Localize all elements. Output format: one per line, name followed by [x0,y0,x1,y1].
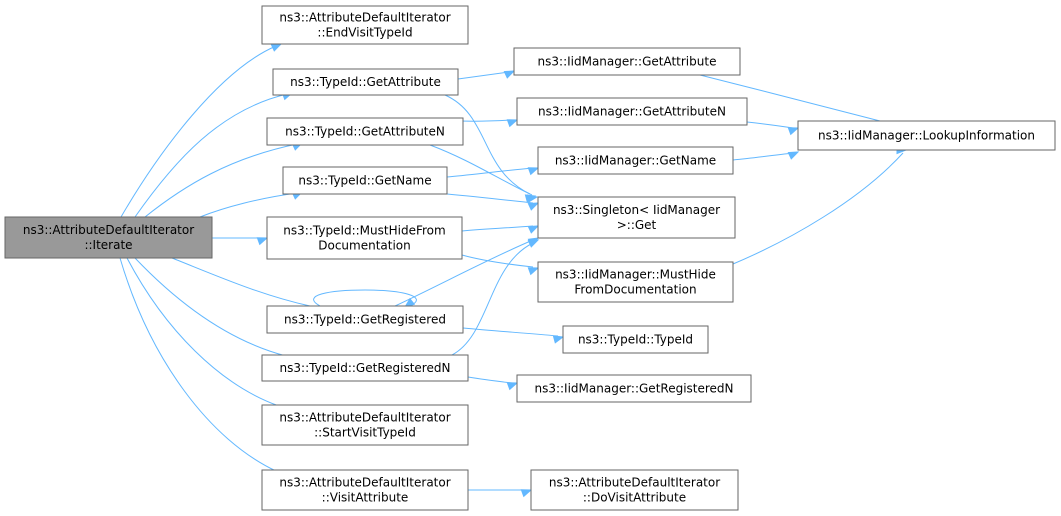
node-box [261,5,469,45]
edge-iidGetAttributeN-to-lookupInformation [746,121,800,136]
node-box [530,469,739,511]
edge-root-to-getAttribute [134,92,294,218]
node-label-line: ns3::AttributeDefaultIterator [549,476,720,490]
node-box [4,216,213,259]
node-getAttributeN[interactable]: ns3::TypeId::GetAttributeN [266,117,464,146]
node-box [513,47,741,76]
node-label-line: ns3::IidManager::GetRegisteredN [534,382,733,396]
node-label-line: ns3::AttributeDefaultIterator [279,476,450,490]
node-box [266,305,464,334]
node-label-line: ns3::IidManager::MustHide [555,268,716,282]
node-visitAttribute[interactable]: ns3::AttributeDefaultIterator::VisitAttr… [261,469,469,511]
node-label-line: ns3::TypeId::GetRegisteredN [280,361,451,375]
node-box [516,97,748,126]
node-iidGetAttributeN[interactable]: ns3::IidManager::GetAttributeN [516,97,748,126]
nodes-layer: ns3::AttributeDefaultIterator::Iteratens… [4,5,1056,511]
node-lookupInformation[interactable]: ns3::IidManager::LookupInformation [797,120,1056,151]
node-box [266,117,464,146]
node-label-line: ns3::AttributeDefaultIterator [279,11,450,25]
edge-getRegisteredN-to-iidGetRegisteredN [467,376,519,391]
node-iidMustHide[interactable]: ns3::IidManager::MustHideFromDocumentati… [537,261,734,303]
node-box [272,68,459,96]
edge-mustHide-to-singletonGet [461,225,540,234]
node-label-line: >::Get [617,218,657,232]
node-iidGetRegisteredN[interactable]: ns3::IidManager::GetRegisteredN [516,374,752,403]
node-label-line: ns3::TypeId::GetAttributeN [285,125,445,139]
edge-getRegisteredN-to-singletonGet [451,239,540,356]
edges-layer [119,43,908,498]
edge-root-to-mustHide [212,237,269,246]
edge-getName-to-singletonGet [446,193,540,211]
node-getRegisteredN[interactable]: ns3::TypeId::GetRegisteredN [261,354,469,382]
node-box [261,469,469,511]
edge-root-to-getName [199,191,304,218]
node-label-line: ns3::IidManager::GetAttributeN [538,105,726,119]
node-label-line: Documentation [318,239,411,253]
edge-root-to-getAttributeN [144,142,304,218]
node-getName[interactable]: ns3::TypeId::GetName [282,166,448,195]
edge-iidGetName-to-lookupInformation [732,151,800,161]
node-box [266,216,463,260]
node-box [797,120,1056,151]
edge-getName-to-iidGetName [446,167,540,178]
node-label-line: ns3::AttributeDefaultIterator [23,223,194,237]
node-box [261,354,469,382]
node-iidGetName[interactable]: ns3::IidManager::GetName [537,146,734,175]
node-label-line: ::Iterate [84,238,132,252]
node-singletonGet[interactable]: ns3::Singleton< IidManager>::Get [537,196,736,239]
node-label-line: ns3::IidManager::GetAttribute [538,55,717,69]
node-iidGetAttribute[interactable]: ns3::IidManager::GetAttribute [513,47,741,76]
node-root: ns3::AttributeDefaultIterator::Iterate [4,216,213,259]
node-label-line: ns3::IidManager::GetName [555,154,716,168]
node-label-line: ::EndVisitTypeId [317,26,412,40]
node-endVisitTypeId[interactable]: ns3::AttributeDefaultIterator::EndVisitT… [261,5,469,45]
node-typeIdCtor[interactable]: ns3::TypeId::TypeId [562,325,709,354]
node-startVisitTypeId[interactable]: ns3::AttributeDefaultIterator::StartVisi… [261,404,469,446]
node-label-line: FromDocumentation [574,283,696,297]
node-getRegistered[interactable]: ns3::TypeId::GetRegistered [266,305,464,334]
node-box [537,146,734,175]
node-box [516,374,752,403]
node-label-line: ns3::TypeId::GetName [298,174,431,188]
node-label-line: ns3::TypeId::GetRegistered [284,313,446,327]
node-label-line: ns3::Singleton< IidManager [553,203,720,217]
node-label-line: ::DoVisitAttribute [583,491,686,505]
node-getAttribute[interactable]: ns3::TypeId::GetAttribute [272,68,459,96]
node-label-line: ns3::TypeId::MustHideFrom [283,224,445,238]
node-box [537,261,734,303]
edge-getRegistered-to-typeIdCtor [462,327,565,344]
edge-root-to-getRegistered [171,257,318,314]
edge-iidMustHide-to-lookupInformation [732,145,908,265]
node-label-line: ns3::IidManager::LookupInformation [818,129,1035,143]
node-box [562,325,709,354]
node-label-line: ns3::TypeId::TypeId [578,333,693,347]
edge-getAttribute-to-iidGetAttribute [457,70,516,80]
node-box [537,196,736,239]
node-box [282,166,448,195]
edge-getAttributeN-to-singletonGet [429,144,539,203]
edge-getRegistered-to-getRegistered [313,289,417,308]
node-box [261,404,469,446]
node-label-line: ::VisitAttribute [322,491,409,505]
edge-root-to-endVisitTypeId [120,43,283,218]
node-doVisitAttribute[interactable]: ns3::AttributeDefaultIterator::DoVisitAt… [530,469,739,511]
node-label-line: ::StartVisitTypeId [314,426,416,440]
edge-mustHide-to-iidMustHide [461,254,540,276]
node-label-line: ns3::AttributeDefaultIterator [279,411,450,425]
edge-visitAttribute-to-doVisitAttribute [468,489,533,498]
node-label-line: ns3::TypeId::GetAttribute [290,75,441,89]
